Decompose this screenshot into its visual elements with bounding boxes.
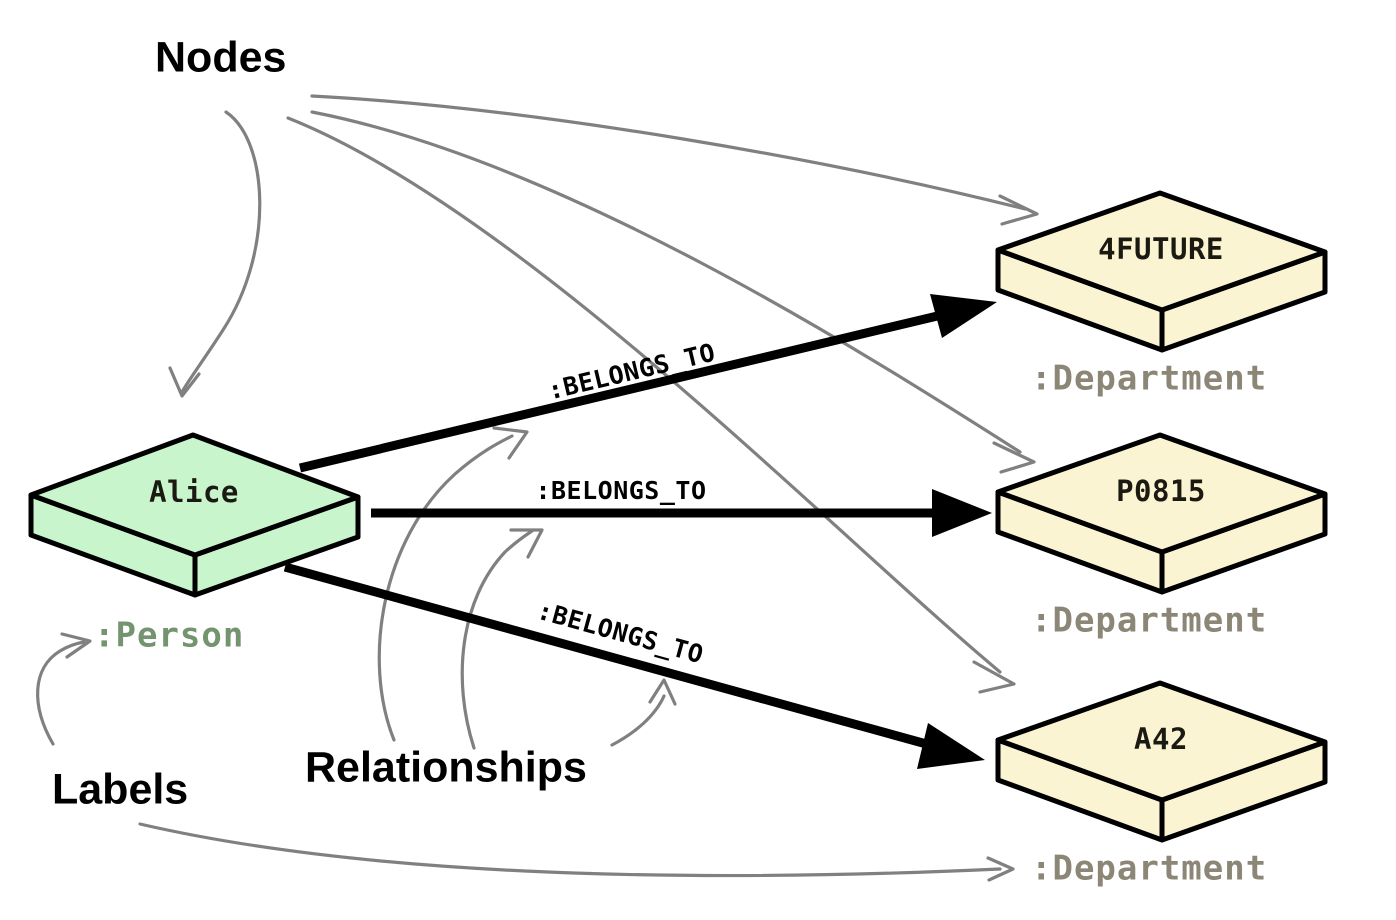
labels-annotation-pointers	[36, 632, 1015, 882]
node-dept-p0815[interactable]: P0815	[995, 432, 1328, 595]
relationship-arrow-2[interactable]	[371, 489, 992, 537]
pointer-relationships-to-rel-3-arrowhead	[648, 678, 677, 706]
annotation-relationships: Relationships	[305, 743, 587, 791]
pointer-nodes-to-p0815	[310, 110, 1022, 454]
node-dept-p0815-label: :Department	[1031, 601, 1267, 641]
relationship-arrow-1[interactable]	[298, 294, 997, 473]
relationship-arrows	[283, 294, 997, 769]
pointer-relationships-to-rel-1-arrowhead	[492, 426, 529, 460]
node-dept-a42-name: A42	[1134, 722, 1188, 756]
relationship-arrow-2-arrowhead	[932, 489, 992, 537]
pointer-nodes-to-alice	[180, 110, 262, 394]
relationship-arrow-1-arrowhead	[930, 294, 997, 338]
pointer-nodes-to-4future-arrowhead	[998, 194, 1039, 226]
pointer-relationships-to-rel-1	[377, 434, 514, 742]
relationships-annotation-pointers	[377, 426, 677, 750]
pointer-labels-to-department-label	[138, 822, 1002, 878]
annotation-nodes: Nodes	[155, 33, 286, 81]
node-alice-top-face	[28, 432, 361, 558]
node-dept-a42[interactable]: A42	[995, 680, 1328, 843]
node-dept-4future-top-face	[995, 190, 1328, 313]
node-dept-4future-name: 4FUTURE	[1098, 232, 1224, 266]
pointer-labels-to-person-label-arrowhead	[60, 632, 92, 659]
node-dept-a42-label: :Department	[1031, 849, 1267, 889]
pointer-nodes-to-a42	[286, 116, 1002, 674]
relationship-arrow-3[interactable]	[283, 562, 985, 769]
relationship-arrow-1-shaft	[298, 308, 952, 473]
pointer-nodes-to-a42-arrowhead	[972, 660, 1016, 694]
node-dept-a42-top-face	[995, 680, 1328, 803]
relationship-label-2: :BELONGS_TO	[535, 476, 706, 505]
node-dept-p0815-top-face	[995, 432, 1328, 555]
node-dept-4future-label: :Department	[1031, 359, 1267, 399]
relationship-arrow-3-shaft	[283, 562, 932, 750]
node-alice-name: Alice	[149, 475, 239, 509]
node-alice-label: :Person	[94, 616, 244, 656]
pointer-nodes-to-p0815-arrowhead	[992, 441, 1036, 474]
node-dept-p0815-name: P0815	[1116, 474, 1206, 508]
pointer-labels-to-department-label-arrowhead	[986, 856, 1015, 882]
pointer-nodes-to-alice-arrowhead	[168, 366, 201, 398]
node-alice[interactable]: Alice	[28, 432, 361, 598]
node-dept-4future[interactable]: 4FUTURE	[995, 190, 1328, 353]
pointer-relationships-to-rel-3	[610, 694, 666, 747]
pointer-nodes-to-4future	[310, 94, 1027, 211]
annotation-labels: Labels	[52, 765, 188, 813]
pointer-labels-to-person-label	[36, 640, 86, 746]
pointer-relationships-to-rel-2	[460, 529, 534, 750]
relationship-arrow-3-arrowhead	[917, 723, 985, 769]
pointer-relationships-to-rel-2-arrowhead	[509, 528, 544, 559]
